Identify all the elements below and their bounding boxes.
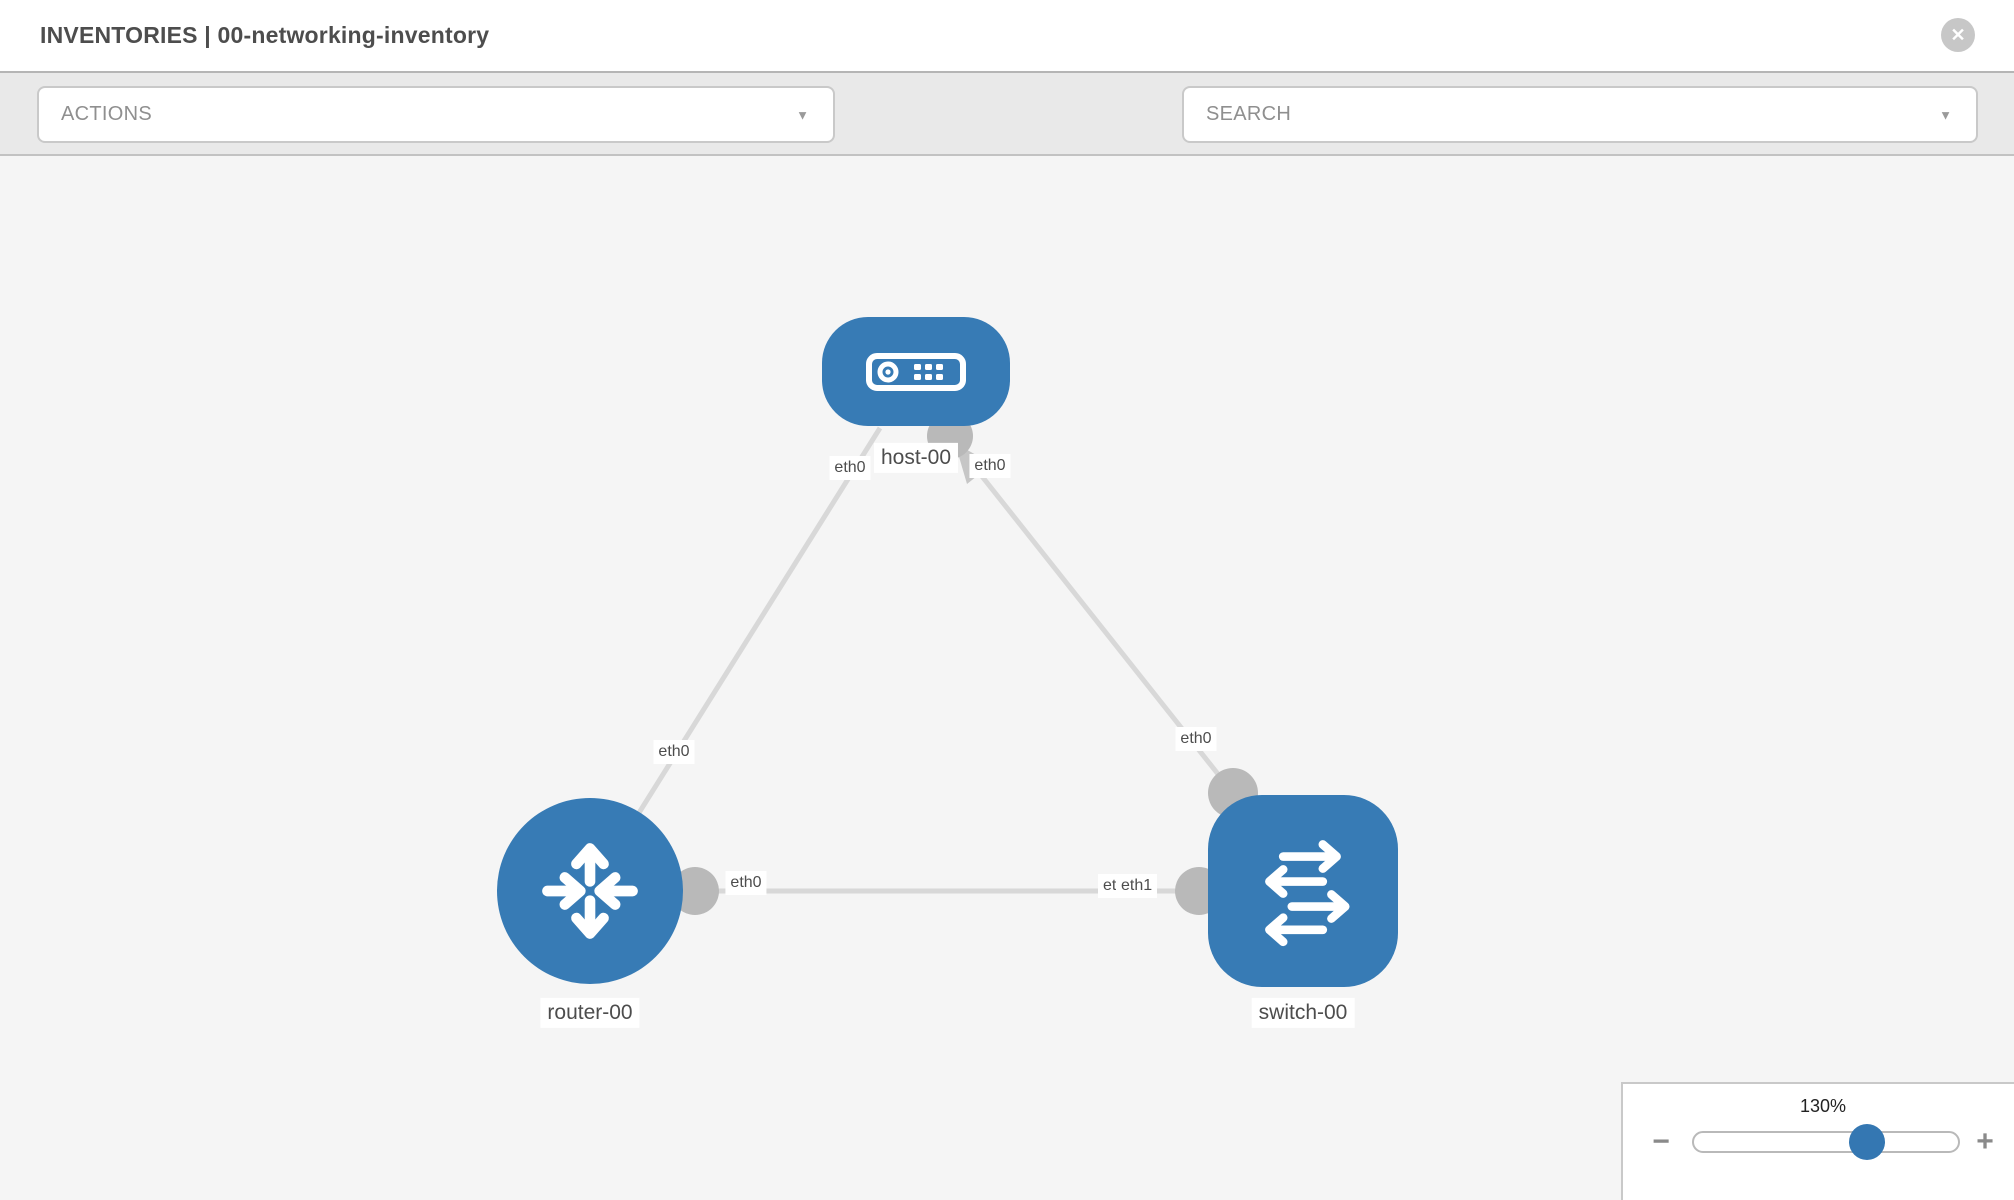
host-icon bbox=[866, 352, 966, 391]
iface-label-router-top: eth0 bbox=[653, 740, 695, 764]
iface-label-host-right: eth0 bbox=[969, 454, 1011, 478]
search-dropdown[interactable]: SEARCH ▼ bbox=[1182, 86, 1978, 143]
page-title: INVENTORIES | 00-networking-inventory bbox=[40, 22, 490, 48]
toolbar: ACTIONS ▼ SEARCH ▼ bbox=[0, 71, 2014, 208]
zoom-in-button[interactable]: + bbox=[1965, 1122, 2005, 1162]
iface-label-switch-left-eth1: eth1 bbox=[1116, 874, 1158, 898]
topology-canvas[interactable]: eth0 eth0 eth0 eth0 eth0 eth0 eth1 host-… bbox=[0, 156, 2014, 1200]
links-layer bbox=[587, 413, 1303, 915]
chevron-down-icon: ▼ bbox=[1939, 107, 1952, 122]
node-host-00[interactable] bbox=[822, 317, 1010, 426]
zoom-slider-thumb[interactable] bbox=[1849, 1124, 1885, 1160]
header: INVENTORIES | 00-networking-inventory ✕ bbox=[0, 0, 2014, 71]
endpoint-router-right[interactable] bbox=[671, 867, 719, 915]
switch-icon bbox=[1265, 840, 1350, 947]
search-placeholder: SEARCH bbox=[1206, 103, 1292, 125]
iface-label-switch-top: eth0 bbox=[1175, 727, 1217, 751]
node-label-router: router-00 bbox=[540, 997, 640, 1029]
close-icon: ✕ bbox=[1950, 25, 1966, 45]
actions-label: ACTIONS bbox=[61, 103, 152, 125]
zoom-level-value: 130% bbox=[1799, 1096, 1847, 1116]
close-button[interactable]: ✕ bbox=[1941, 18, 1975, 52]
iface-label-host-left: eth0 bbox=[829, 456, 871, 480]
chevron-down-icon: ▼ bbox=[796, 107, 809, 122]
iface-label-router-right: eth0 bbox=[725, 871, 767, 895]
zoom-panel: 130% − + bbox=[1621, 1082, 2014, 1200]
zoom-out-button[interactable]: − bbox=[1641, 1122, 1681, 1162]
node-label-switch: switch-00 bbox=[1251, 997, 1355, 1029]
router-icon bbox=[542, 843, 638, 939]
node-router-00[interactable] bbox=[497, 798, 683, 984]
actions-dropdown[interactable]: ACTIONS ▼ bbox=[37, 86, 835, 143]
node-label-host: host-00 bbox=[873, 442, 959, 474]
zoom-slider-track[interactable] bbox=[1692, 1124, 1960, 1160]
node-switch-00[interactable] bbox=[1208, 795, 1398, 987]
